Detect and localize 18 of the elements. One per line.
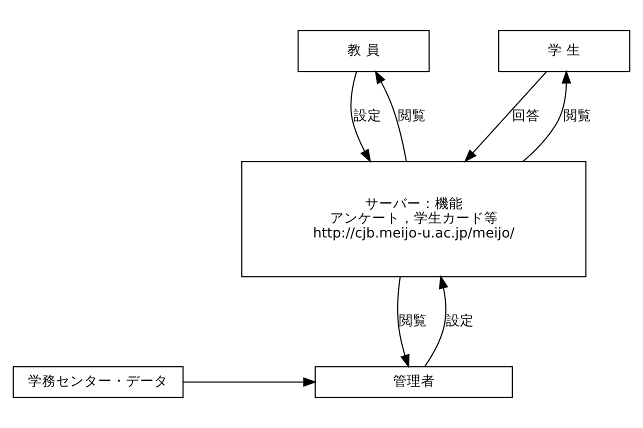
arrow	[350, 72, 372, 163]
arrow	[374, 70, 407, 162]
arrow	[424, 275, 448, 367]
edge-label: 閲覧	[399, 313, 428, 330]
arrow	[522, 70, 572, 162]
node-box: 教 員	[298, 30, 430, 72]
node-box: 学務センター・データ	[12, 366, 184, 398]
edge-label: 設定	[446, 313, 474, 330]
edge-label: 設定	[354, 108, 382, 124]
arrow	[397, 276, 410, 368]
edge-label: 回答	[512, 108, 540, 124]
arrow	[183, 377, 317, 387]
edge-label: 閲覧	[398, 108, 426, 124]
node-box: 学 生	[498, 30, 630, 72]
arrow	[464, 71, 547, 163]
edge-label: 閲覧	[563, 108, 592, 124]
node-box: サーバー：機能 アンケート，学生カード等 http://cjb.meijo-u.ac.jp/meijo/	[241, 161, 586, 278]
node-box: 管理者	[314, 366, 513, 398]
